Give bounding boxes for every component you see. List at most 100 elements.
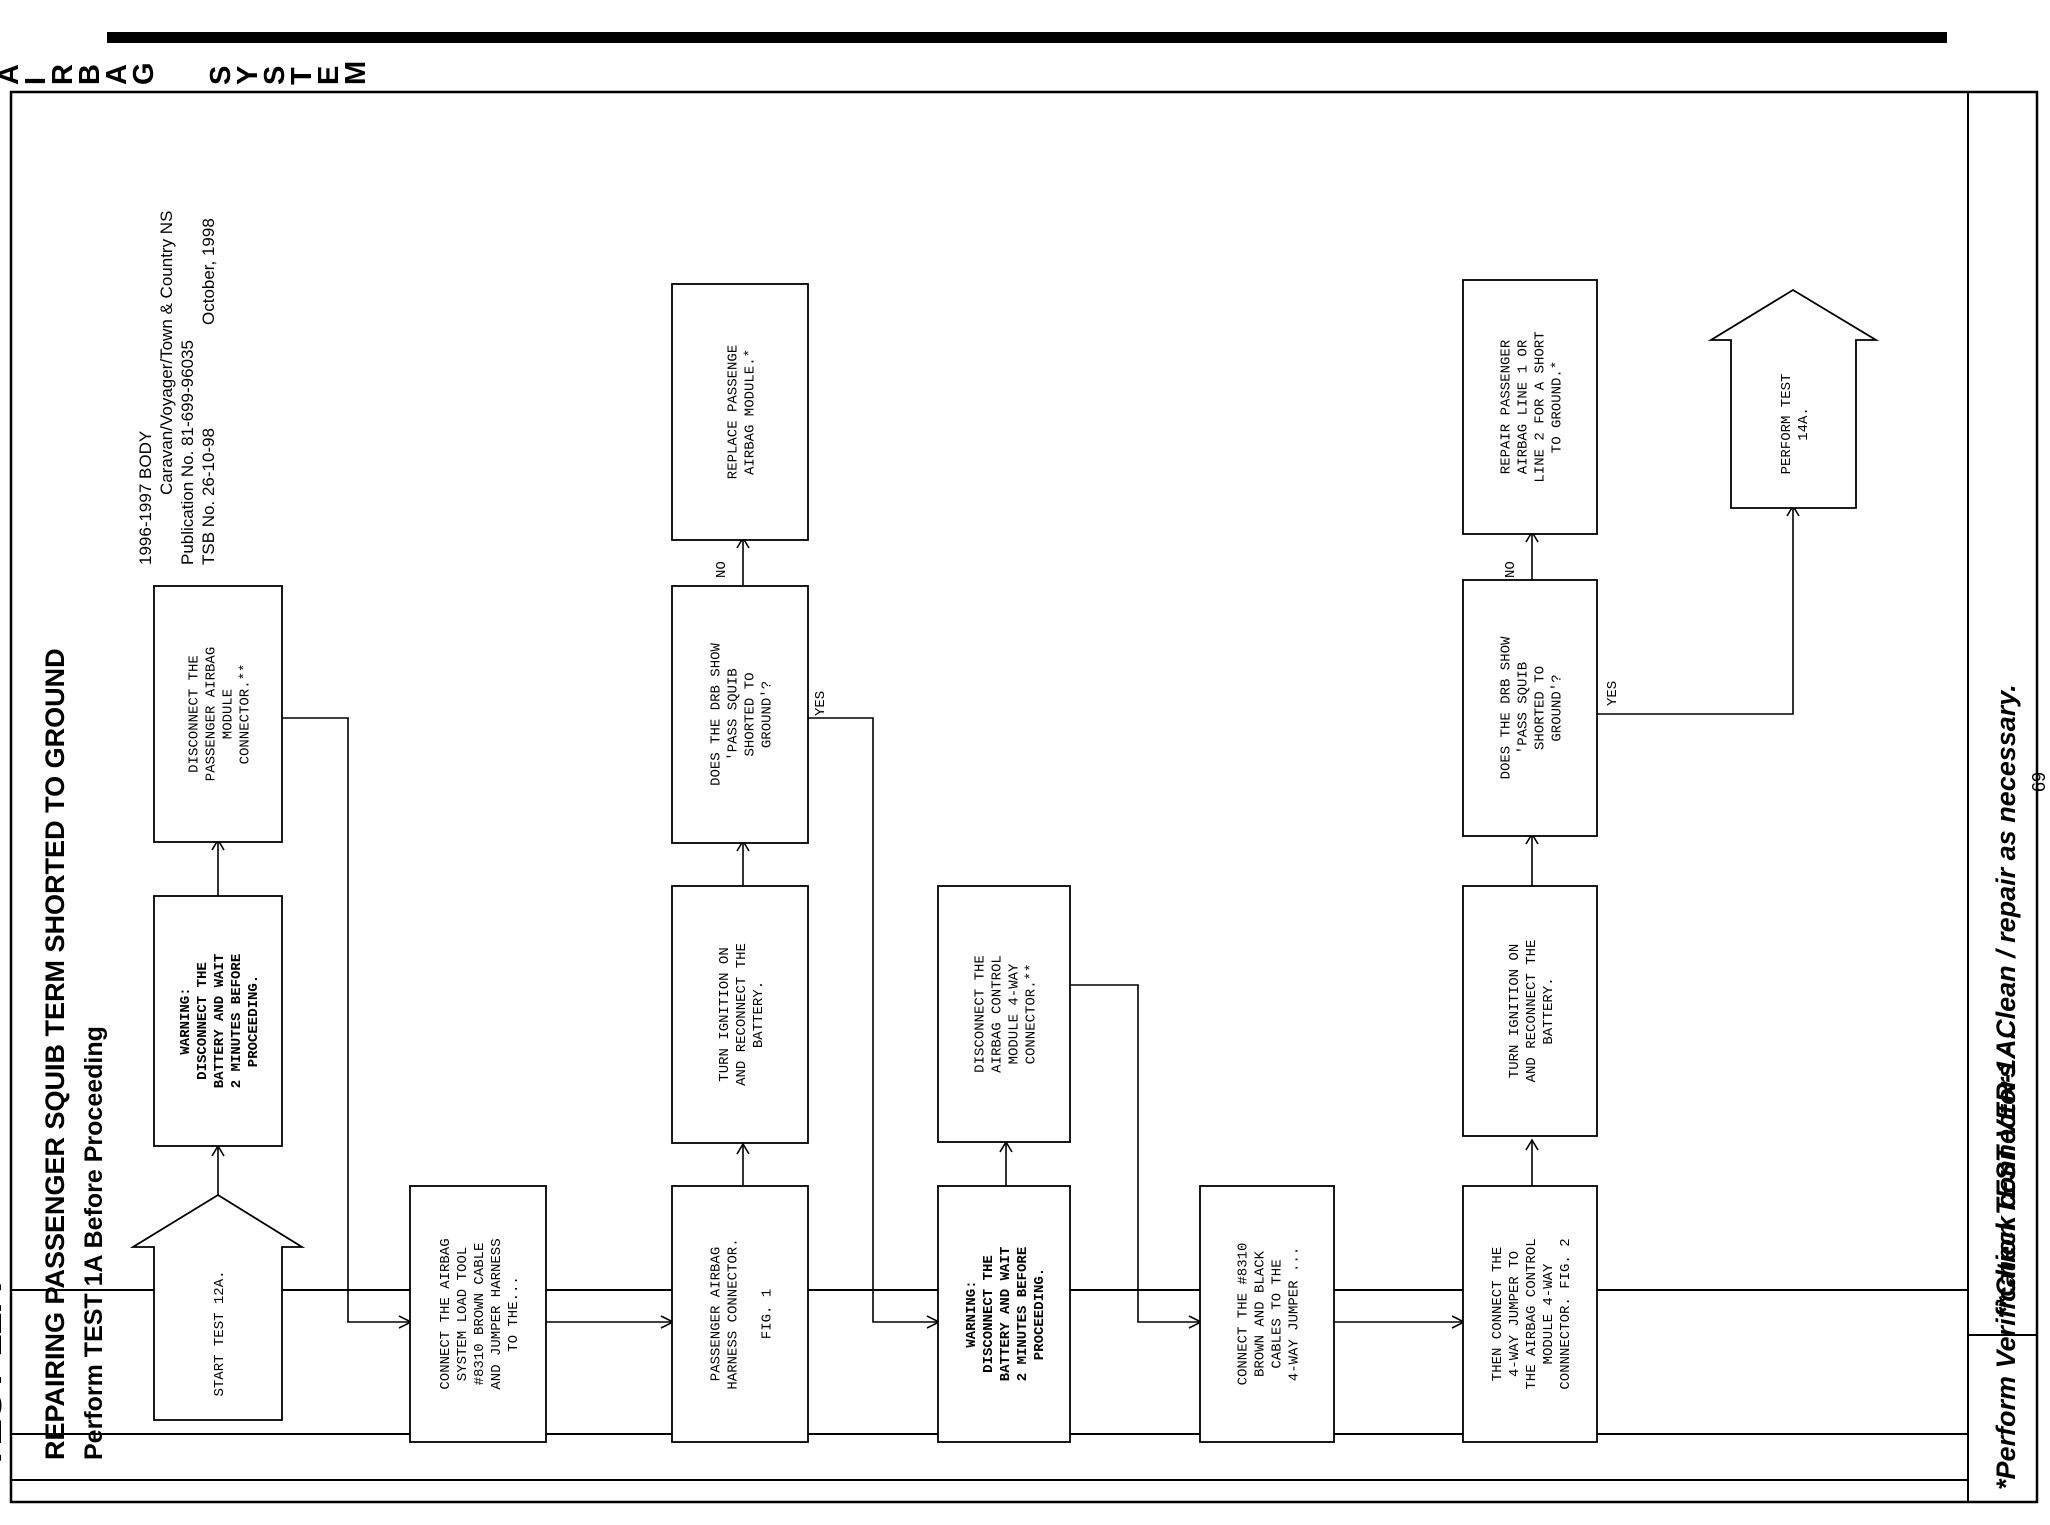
step-text-warning-1: BATTERY AND WAIT [212, 954, 228, 1088]
step-text-connect-jumper: MODULE 4-WAY [1541, 1263, 1557, 1364]
side-title-letter: E [313, 66, 345, 85]
verification-note: *Perform Verification TEST VER-1A. [1991, 1032, 2021, 1490]
side-title-letter: S [205, 66, 237, 85]
step-text-decision-2: DOES THE DRB SHOW [1499, 636, 1515, 779]
start-arrow-node [129, 1193, 306, 1421]
test-label: TEST 12A [0, 1283, 10, 1470]
step-box-replace-module [671, 283, 809, 541]
no-label-1: NO [714, 561, 730, 578]
publication-info: 1996-1997 BODY Caravan/Voyager/Town & Co… [136, 211, 218, 565]
step-text-repair-line: REPAIR PASSENGER [1499, 339, 1515, 474]
side-title-letter: B [74, 64, 106, 85]
step-text-ignition-2: AND RECONNECT THE [1524, 940, 1540, 1083]
step-text-decision-2: GROUND'? [1550, 674, 1566, 741]
step-text-replace-module: AIRBAG MODULE.* [743, 349, 759, 475]
step-text-disconnect-acm: CONNECTOR.** [1024, 964, 1040, 1065]
step-box-disconnect-acm [937, 885, 1071, 1143]
connector-lines [217, 508, 1794, 1323]
step-text-repair-line: TO GROUND.* [1550, 361, 1566, 453]
step-box-ignition-2 [1462, 885, 1598, 1137]
step-text-ignition-2: TURN IGNITION ON [1507, 944, 1523, 1078]
step-text-warning-1: PROCEEDING. [246, 975, 262, 1067]
step-text-connect-cables: CONNECT THE #8310 [1236, 1243, 1252, 1386]
yes-label-2: YES [1605, 681, 1621, 706]
step-text-warning-1: 2 MINUTES BEFORE [229, 954, 245, 1088]
step-box-decision-1 [671, 585, 809, 844]
step-text-disconnect-module: CONNECTOR.** [238, 664, 254, 765]
step-text-connect-cables: 4-WAY JUMPER ... [1287, 1247, 1303, 1381]
step-text-warning-2: PROCEEDING. [1032, 1268, 1048, 1360]
step-text-harness-connector: FIG. 1 [760, 1289, 776, 1339]
step-text-disconnect-module: DISCONNECT THE [187, 655, 203, 773]
step-text-repair-line: AIRBAG LINE 1 OR [1516, 339, 1532, 474]
pub-line-4a: TSB No. 26-10-98 [199, 428, 218, 565]
step-text-warning-2: BATTERY AND WAIT [998, 1247, 1014, 1381]
perform-14a-arrow-node [1707, 288, 1880, 509]
no-label-2: NO [1503, 561, 1519, 578]
step-box-ignition-1 [671, 885, 809, 1144]
step-text-connect-jumper: 4-WAY JUMPER TO [1507, 1251, 1523, 1377]
step-text-ignition-1: TURN IGNITION ON [717, 947, 733, 1081]
step-text-ignition-2: BATTERY. [1541, 977, 1557, 1044]
pub-line-2: Caravan/Voyager/Town & Country NS [157, 211, 176, 495]
step-text-ignition-1: BATTERY. [751, 981, 767, 1048]
step-text-decision-1: GROUND'? [760, 681, 776, 748]
step-text-connect-load-tool: TO THE... [506, 1276, 522, 1352]
pub-line-1: 1996-1997 BODY [136, 431, 155, 565]
step-text-connect-jumper: THEN CONNECT THE [1490, 1247, 1506, 1381]
step-box-connect-load-tool [409, 1185, 547, 1443]
step-box-warning-1 [153, 895, 283, 1147]
pub-line-3: Publication No. 81-699-96035 [178, 340, 197, 565]
step-text-connect-jumper: THE AIRBAG CONTROL [1524, 1238, 1540, 1389]
side-title-letter: G [128, 62, 160, 85]
side-title-letter: Y [232, 66, 264, 85]
side-title-letter: M [340, 61, 372, 85]
top-rule [107, 32, 1947, 43]
connectors-note: **Check connectors - Clean / repair as n… [1991, 684, 2021, 1318]
step-text-warning-1: WARNING: [178, 987, 194, 1054]
step-text-connect-load-tool: #8310 BROWN CABLE [472, 1243, 488, 1386]
step-text-perform-14a: PERFORM TEST [1779, 374, 1795, 475]
step-text-replace-module: REPLACE PASSENGE [726, 345, 742, 479]
page-title: REPAIRING PASSENGER SQUIB TERM SHORTED T… [40, 648, 70, 1460]
side-title-letter: I [20, 77, 52, 85]
step-text-disconnect-acm: DISCONNECT THE [973, 955, 989, 1073]
step-text-decision-1: SHORTED TO [743, 672, 759, 756]
step-text-decision-1: 'PASS SQUIB [726, 668, 742, 760]
step-box-warning-2 [937, 1185, 1071, 1443]
outer-frame [9, 90, 2039, 1504]
step-text-connect-jumper: CONNNECTOR. FIG. 2 [1558, 1238, 1574, 1389]
branch-labels: NO YES NO YES [714, 561, 1621, 716]
step-text-harness-connector: HARNESS CONNECTOR. [726, 1238, 742, 1389]
step-text-harness-connector: PASSENGER AIRBAG [709, 1247, 725, 1381]
step-text-ignition-1: AND RECONNECT THE [734, 943, 750, 1086]
step-box-repair-line [1462, 279, 1598, 535]
step-text-connect-load-tool: AND JUMPER HARNESS [489, 1238, 505, 1389]
step-text-connect-cables: BROWN AND BLACK [1253, 1250, 1269, 1377]
step-box-connect-jumper [1462, 1185, 1598, 1443]
side-title-letter: S [259, 66, 291, 85]
step-text-warning-2: 2 MINUTES BEFORE [1015, 1247, 1031, 1381]
step-box-decision-2 [1462, 579, 1598, 837]
step-text-disconnect-module: MODULE [221, 689, 237, 739]
step-text-warning-1: DISCONNECT THE [195, 962, 211, 1080]
pub-line-4b: October, 1998 [199, 218, 218, 325]
page-number: 69 [2029, 772, 2049, 792]
side-title-letter: A [0, 64, 25, 85]
side-title-letter: A [101, 64, 133, 85]
step-text-decision-2: 'PASS SQUIB [1516, 662, 1532, 754]
step-text-perform-14a: 14A. [1796, 407, 1812, 441]
step-text-warning-2: WARNING: [964, 1280, 980, 1347]
step-text-connect-load-tool: SYSTEM LOAD TOOL [455, 1247, 471, 1381]
step-text-decision-2: SHORTED TO [1533, 666, 1549, 750]
step-text-disconnect-acm: MODULE 4-WAY [1007, 963, 1023, 1064]
step-text-decision-1: DOES THE DRB SHOW [709, 642, 725, 785]
step-text-disconnect-module: PASSENGER AIRBAG [204, 647, 220, 781]
step-text-repair-line: LINE 2 FOR A SHORT [1533, 331, 1549, 482]
page-subtitle: Perform TEST 1A Before Proceeding [80, 1026, 108, 1460]
step-text-warning-2: DISCONNECT THE [981, 1255, 997, 1373]
side-title-letter: R [47, 64, 79, 85]
